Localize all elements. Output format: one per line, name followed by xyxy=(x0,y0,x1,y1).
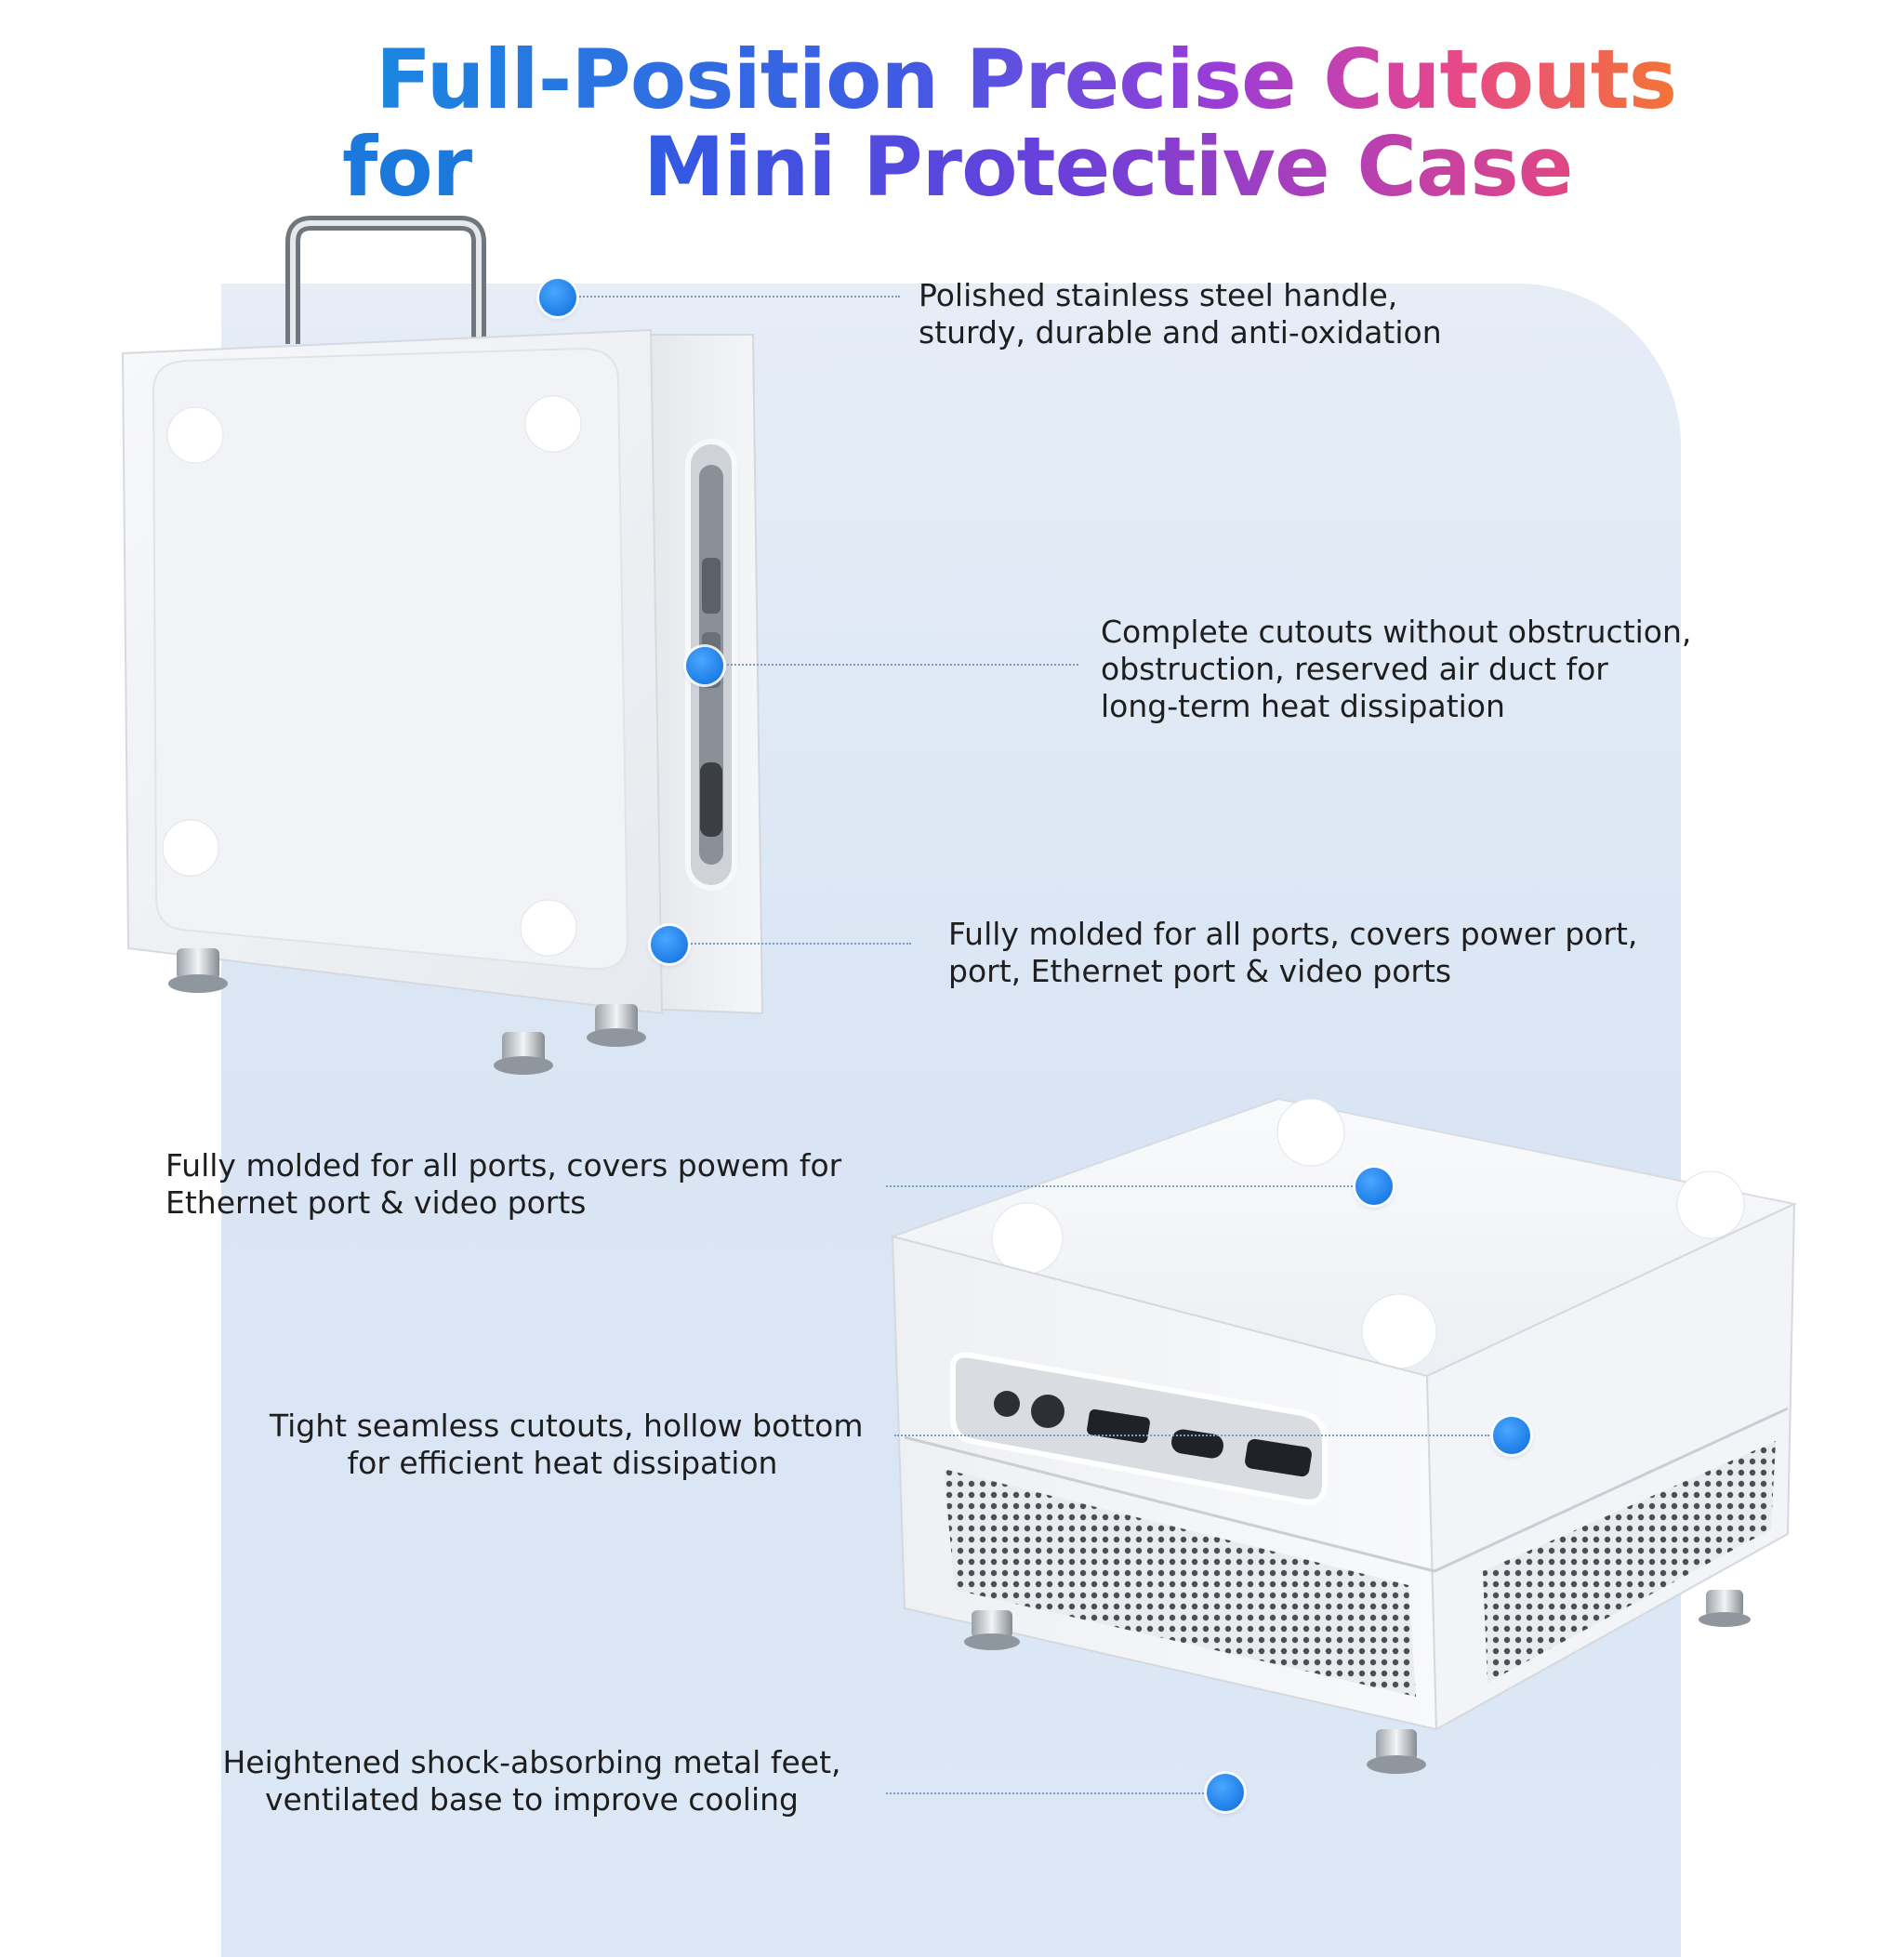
callout-dot-icon xyxy=(1207,1774,1244,1811)
callout-dot-icon xyxy=(651,926,688,963)
title-line-1: Full-Position Precise Cutouts xyxy=(376,32,1677,127)
title-line-2-left: for xyxy=(342,119,472,215)
callout-dot-icon xyxy=(686,647,723,684)
callout-5-line xyxy=(894,1435,1489,1436)
callout-2-line xyxy=(723,664,1078,666)
callout-4: Fully molded for all ports, covers powem… xyxy=(165,1147,842,1221)
callout-3-line xyxy=(688,943,911,945)
callout-1-line xyxy=(558,296,900,298)
callout-4-line xyxy=(886,1185,1353,1187)
callout-2: Complete cutouts without obstruction, ob… xyxy=(1101,614,1692,724)
callout-6-line xyxy=(886,1792,1223,1794)
callout-dot-icon xyxy=(1493,1417,1530,1454)
callout-dot-icon xyxy=(539,279,576,316)
callout-5: Tight seamless cutouts, hollow bottom fo… xyxy=(270,1408,864,1481)
title-line-2-right: Mini Protective Case xyxy=(643,119,1573,215)
product-horizontal-case-image xyxy=(889,1097,1798,1774)
callout-3: Fully molded for all ports, covers power… xyxy=(948,916,1638,989)
callout-6: Heightened shock-absorbing metal feet, v… xyxy=(222,1744,841,1818)
callout-1: Polished stainless steel handle, sturdy,… xyxy=(919,277,1442,350)
callout-dot-icon xyxy=(1355,1168,1393,1205)
